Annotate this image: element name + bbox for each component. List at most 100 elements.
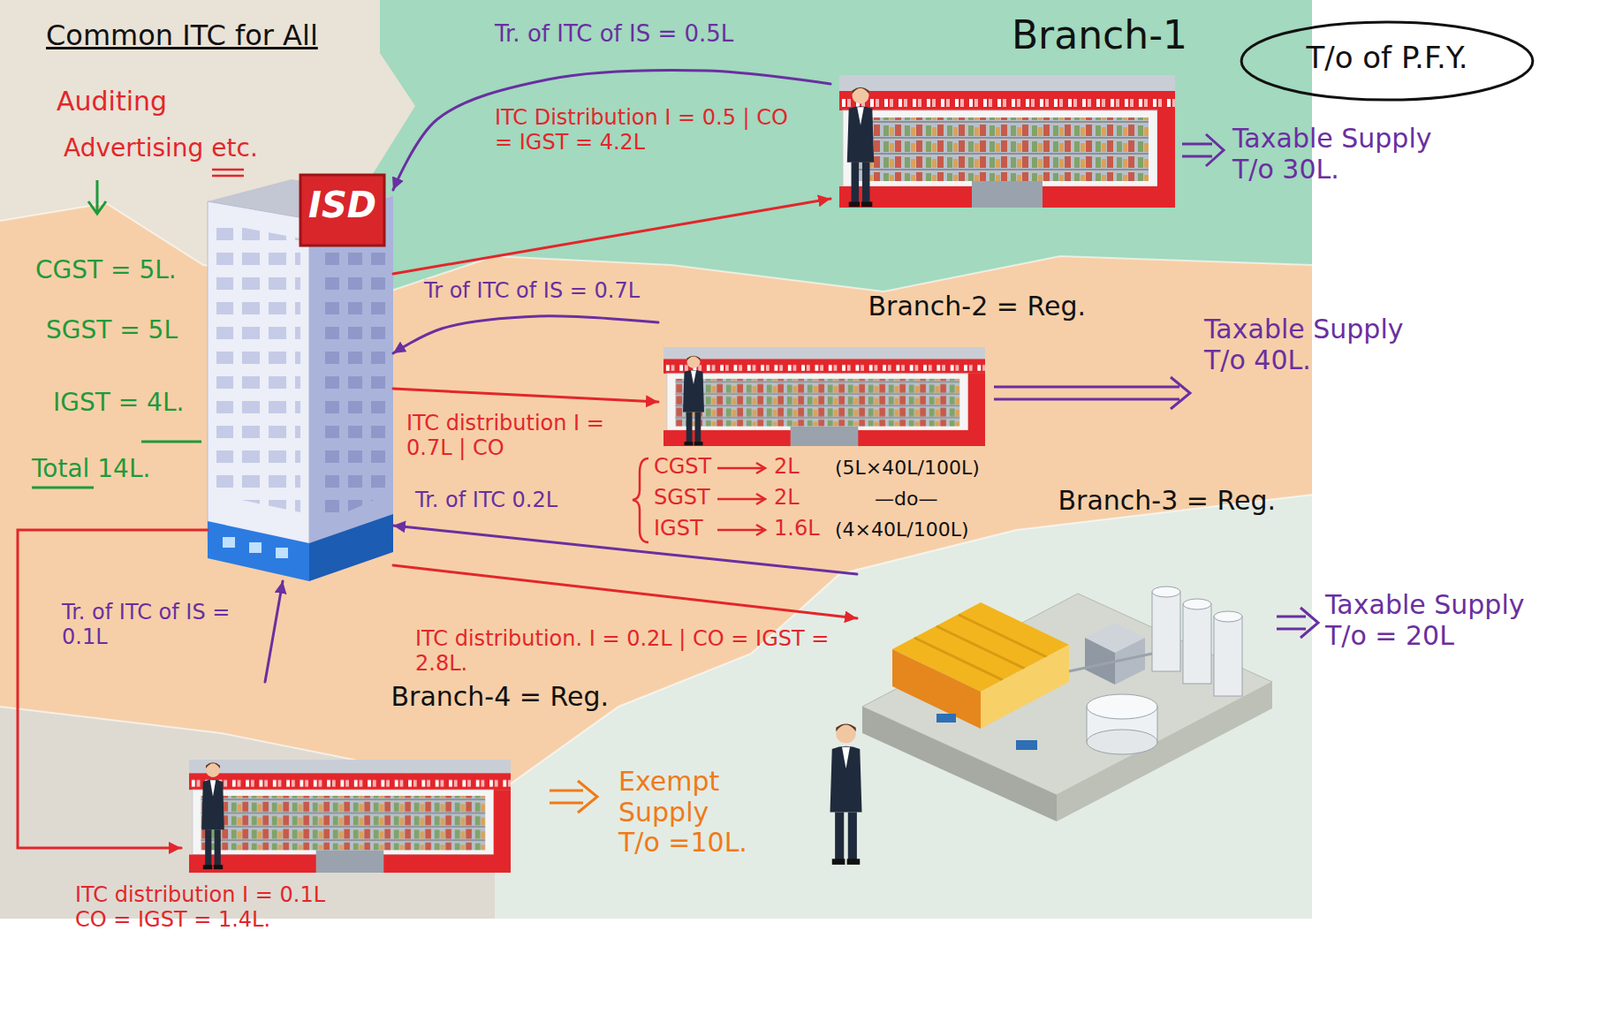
- building-base: [309, 514, 394, 582]
- down-arrow: [88, 180, 107, 214]
- node-heading: Branch-4 = Reg.: [391, 682, 609, 713]
- connector-arrow: [393, 388, 659, 402]
- node-heading: Branch-1: [1011, 13, 1188, 59]
- base-window: [275, 547, 289, 559]
- truck: [936, 713, 956, 723]
- share-arrow: [717, 493, 766, 505]
- tax-head: SGST: [653, 485, 711, 511]
- implies-arrow: [549, 781, 598, 813]
- factory-platform-side: [862, 706, 1057, 822]
- edge-label: ITC distribution. I = 0.2L | CO = IGST =…: [415, 627, 849, 676]
- tax-amount: CGST = 5L.: [35, 256, 177, 285]
- label-box: CGST = 5L.: [35, 256, 177, 285]
- node-heading: Branch-2 = Reg.: [868, 291, 1086, 323]
- node-heading: T/o of P.F.Y.: [1305, 40, 1468, 76]
- label-box: Exempt Supply T/o =10L.: [618, 766, 753, 859]
- node-heading: Branch-3 = Reg.: [1058, 485, 1276, 517]
- person: [847, 87, 874, 207]
- edge-label-box: Tr. of ITC of IS = 0.1L: [61, 600, 239, 650]
- warehouse-wall: [980, 644, 1070, 729]
- warehouse-wall: [892, 649, 981, 729]
- edge-label: Tr of ITC of IS = 0.7L: [424, 279, 707, 304]
- roof-stripe: [936, 626, 1025, 669]
- share-amount: 2L: [773, 485, 800, 511]
- equals-mark: [212, 174, 244, 178]
- label-box: Total 14L.: [31, 454, 151, 484]
- branch-shop: Branch-2 = Reg.: [658, 291, 1086, 447]
- map-border: [0, 494, 1312, 796]
- roof-stripe: [958, 614, 1047, 658]
- silo: [1152, 591, 1181, 672]
- bracket: [632, 458, 649, 543]
- building-face: [207, 201, 310, 566]
- share-amount: 2L: [773, 454, 800, 480]
- implies-arrow: [1276, 607, 1319, 638]
- implies-arrow: [1182, 134, 1224, 167]
- turnover-cloud: T/o of P.F.Y.: [1236, 17, 1538, 105]
- label-box: 2L: [773, 454, 800, 480]
- cloud-outline-shape: [1241, 22, 1533, 100]
- formula: —do—: [874, 487, 938, 510]
- factory-platform: [862, 593, 1273, 796]
- person: [830, 723, 863, 865]
- supply-note: Taxable Supply T/o 40L.: [1204, 314, 1434, 376]
- edge-label: Tr. of ITC 0.2L: [415, 488, 623, 514]
- pipe: [1069, 653, 1153, 672]
- connector-arrow: [393, 316, 659, 354]
- tax-head: IGST: [653, 516, 704, 542]
- total-amount: Total 14L.: [31, 454, 151, 484]
- building-windows: [316, 212, 387, 526]
- supply-note: Taxable Supply T/o 30L.: [1232, 123, 1463, 185]
- isd-building-art: [207, 174, 394, 582]
- label-box: 1.6L: [773, 516, 820, 542]
- tank-top: [1086, 694, 1158, 720]
- map-region: [0, 0, 1312, 919]
- title-box: Common ITC for All: [45, 19, 319, 53]
- silo: [1182, 604, 1212, 684]
- tank-base: [1086, 729, 1158, 755]
- annotation-marks: [31, 134, 1319, 813]
- factory-art: [862, 586, 1273, 822]
- label-box: (5L×40L/100L): [834, 456, 980, 479]
- title-text: Common ITC for All: [45, 19, 319, 53]
- formula: (5L×40L/100L): [834, 456, 980, 479]
- implies-arrow: [993, 377, 1191, 410]
- supply-note: Exempt Supply T/o =10L.: [618, 766, 753, 859]
- connector-arrow: [393, 198, 831, 274]
- share-arrow: [717, 462, 766, 474]
- share-amount: 1.6L: [773, 516, 820, 542]
- sum-line: [141, 440, 202, 444]
- person: [682, 356, 705, 447]
- node-heading: ISD: [300, 184, 385, 226]
- silo: [1213, 616, 1243, 697]
- cost-item: Advertising etc.: [63, 134, 258, 163]
- edge-label: Tr. of ITC of IS = 0.1L: [61, 600, 239, 650]
- label-box: SGST = 5L: [45, 316, 178, 345]
- silo-top: [1213, 611, 1243, 622]
- silo-top: [1182, 599, 1212, 610]
- label-box: IGST: [653, 516, 704, 542]
- connector-arrow: [393, 565, 857, 619]
- connector-arrow: [265, 581, 283, 683]
- map-border: [0, 203, 1312, 292]
- shop-branch-2: [663, 347, 986, 447]
- truck: [1016, 740, 1038, 751]
- label-box: Advertising etc.: [63, 134, 258, 163]
- isd-sign: [300, 174, 385, 246]
- label-box: 2L: [773, 485, 800, 511]
- person: [201, 762, 225, 870]
- isd-building: ISD: [207, 172, 394, 582]
- connector-arrow: [17, 530, 208, 849]
- underline: [31, 486, 94, 490]
- base-window: [249, 542, 262, 554]
- tax-amount: IGST = 4L.: [53, 388, 184, 418]
- map-region: [371, 0, 1312, 292]
- branch-shop: Branch-4 = Reg.: [181, 682, 609, 875]
- edge-label-box: Tr. of ITC of IS = 0.5L: [494, 21, 831, 48]
- branch-shop: Branch-1: [830, 13, 1188, 213]
- formula: (4×40L/100L): [834, 518, 970, 541]
- silo-top: [1152, 586, 1181, 598]
- building-windows: [216, 222, 301, 513]
- edge-label: Tr. of ITC of IS = 0.5L: [494, 21, 831, 48]
